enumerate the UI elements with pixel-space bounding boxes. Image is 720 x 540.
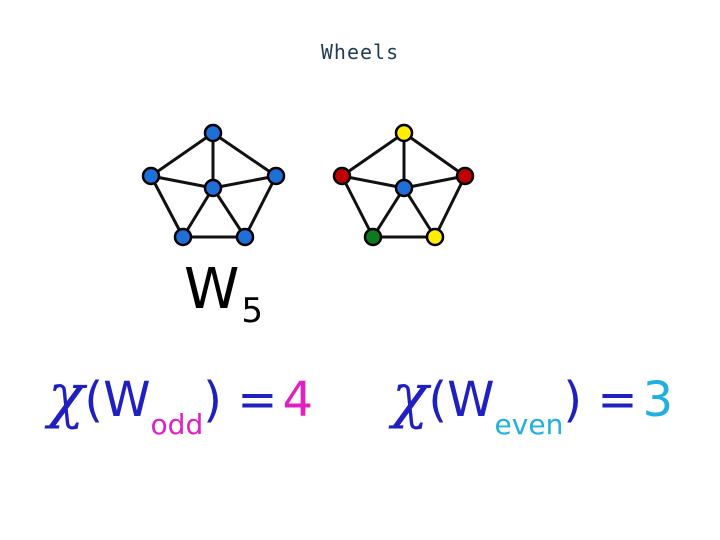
formula-subscript: odd: [150, 408, 204, 441]
w5-label: W5: [184, 262, 263, 329]
spoke-edge: [402, 174, 467, 190]
w5-letter: W: [184, 257, 240, 322]
formula-open: (W: [84, 372, 151, 428]
rim-edge: [149, 174, 185, 239]
graph-node: [266, 166, 286, 186]
wheel-graph-1: [141, 123, 286, 247]
spoke-edge: [371, 186, 406, 239]
formula-open: (W: [428, 372, 495, 428]
graph-node: [235, 227, 255, 247]
rim-edge: [433, 174, 467, 239]
graph-node: [203, 123, 223, 143]
graph-node: [332, 166, 352, 186]
spoke-edge: [149, 174, 215, 190]
w5-subscript: 5: [241, 291, 264, 331]
formula-subscript: even: [494, 408, 564, 441]
spoke-edge: [402, 186, 437, 239]
formula-close: ) =: [203, 372, 278, 428]
formula-value: 3: [642, 372, 674, 428]
rim-edge: [340, 174, 375, 239]
rim-edge: [149, 131, 215, 178]
wheel-graph-2: [332, 123, 475, 247]
formula-value: 4: [282, 372, 314, 428]
formula-close: ) =: [563, 372, 638, 428]
spoke-edge: [340, 174, 406, 190]
rim-edge: [211, 131, 278, 178]
chi-symbol: χ: [392, 361, 429, 431]
spoke-edge: [211, 186, 247, 239]
graph-node: [455, 166, 475, 186]
graph-node: [394, 123, 414, 143]
rim-edge: [402, 131, 467, 178]
hub-node: [203, 178, 223, 198]
page-title: Wheels: [320, 40, 400, 64]
wheel-graphs: [141, 123, 475, 247]
spoke-edge: [181, 186, 215, 239]
graph-node: [141, 166, 161, 186]
hub-node: [394, 178, 414, 198]
formula-odd: χ(Wodd) = 4: [48, 366, 313, 446]
graph-node: [425, 227, 445, 247]
formula-even: χ(Weven) = 3: [392, 366, 673, 446]
graph-node: [173, 227, 193, 247]
spoke-edge: [211, 174, 278, 190]
rim-edge: [243, 174, 278, 239]
chi-symbol: χ: [48, 361, 85, 431]
rim-edge: [340, 131, 406, 178]
graph-node: [363, 227, 383, 247]
